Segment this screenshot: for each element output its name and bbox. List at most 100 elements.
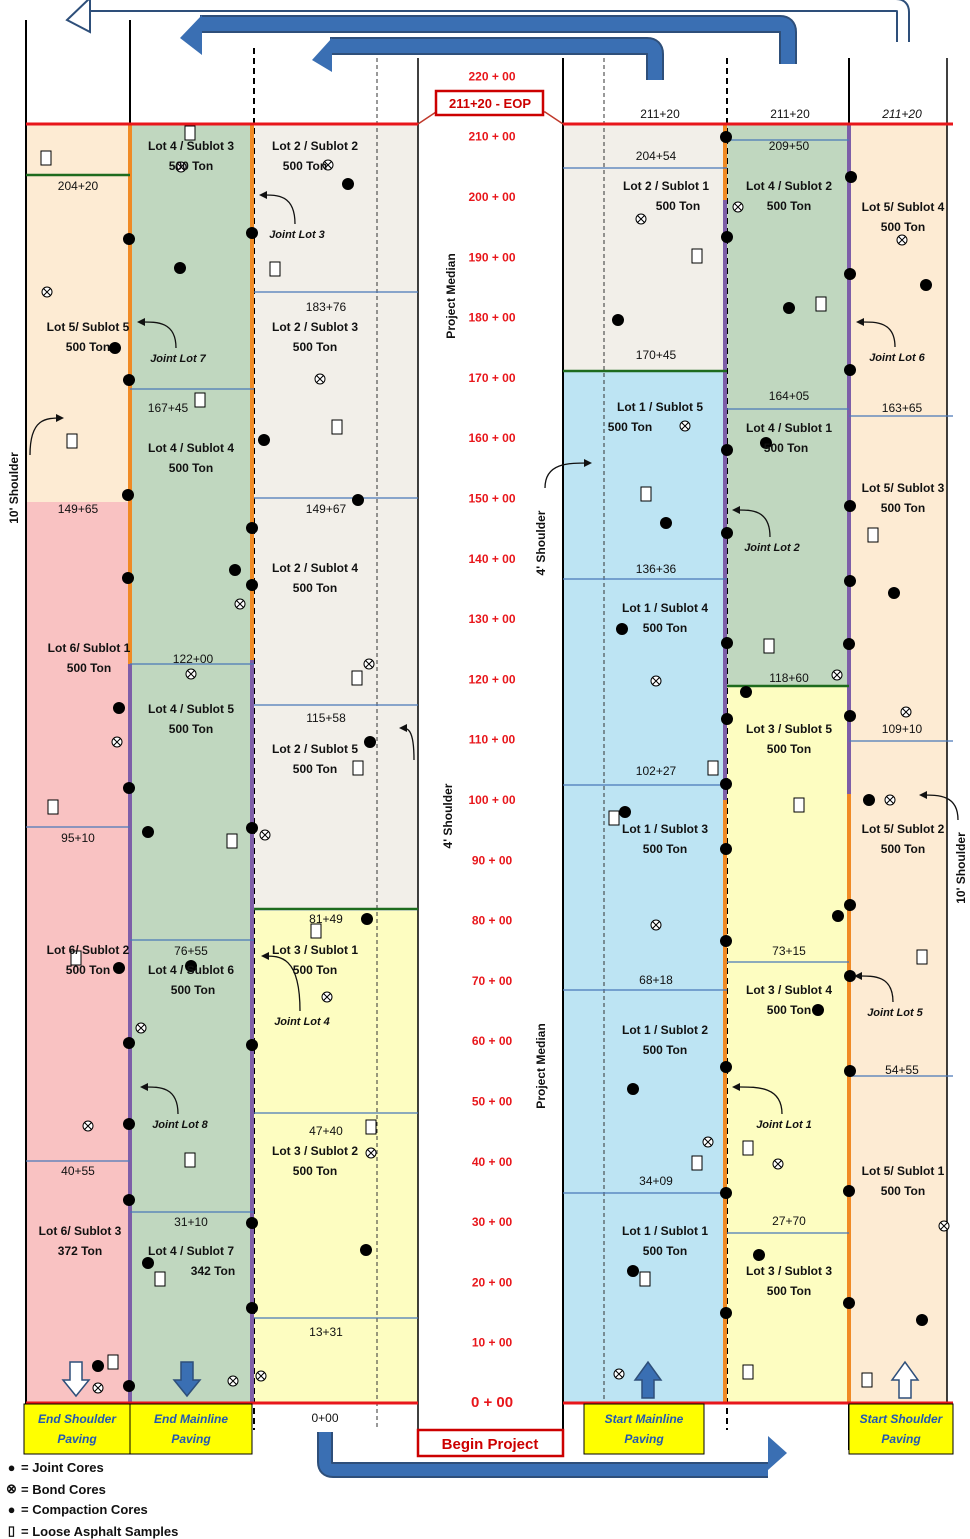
core-marker-dot	[258, 434, 270, 446]
core-marker-dot	[843, 1297, 855, 1309]
zone-fill	[563, 372, 725, 1403]
lot-label-l3s4: Lot 3 / Sublot 4	[746, 983, 832, 997]
core-marker-dot	[627, 1265, 639, 1277]
lot-tons-l2s4: 500 Ton	[293, 581, 337, 595]
loose-sample-marker	[331, 419, 343, 435]
lot-label-l5s2: Lot 5/ Sublot 2	[862, 822, 945, 836]
bond-core-cross	[652, 677, 660, 685]
top-station-label: 211+20	[640, 107, 680, 121]
boundary-station-label: 47+40	[309, 1124, 343, 1138]
compaction-core-icon: ●	[7, 1502, 16, 1517]
station-label: 170 + 00	[468, 371, 515, 385]
paving-label: Paving	[881, 1432, 921, 1446]
loose-sample-marker	[226, 833, 238, 849]
loose-sample-marker	[184, 1152, 196, 1168]
loose-sample-marker	[310, 923, 322, 939]
core-marker-dot	[845, 171, 857, 183]
core-marker-dot	[123, 1118, 135, 1130]
paving-label: Paving	[171, 1432, 211, 1446]
boundary-station-label: 76+55	[174, 944, 208, 958]
top-station-label: 211+20	[770, 107, 810, 121]
station-label: 160 + 00	[468, 431, 515, 445]
shoulder-4ft-label: 4' Shoulder	[441, 783, 455, 848]
station-label: 210 + 00	[468, 130, 515, 144]
zone-fill	[26, 124, 130, 502]
lot-tons-l4s5: 500 Ton	[169, 722, 213, 736]
paving-direction-arrow	[890, 1360, 920, 1399]
core-marker-dot	[123, 374, 135, 386]
core-marker-dot	[364, 736, 376, 748]
station-label: 10 + 00	[472, 1336, 513, 1350]
lot-tons-l2s5: 500 Ton	[293, 762, 337, 776]
shoulder-4ft-label: 4' Shoulder	[534, 510, 548, 575]
lot-tons-l3s4: 500 Ton	[767, 1003, 811, 1017]
legend-label-bond-cores: = Bond Cores	[21, 1481, 106, 1497]
lot-label-l3s1: Lot 3 / Sublot 1	[272, 943, 358, 957]
boundary-station-label: 34+09	[639, 1174, 673, 1188]
boundary-station-label: 122+00	[173, 652, 214, 666]
joint-label: Joint Lot 2	[744, 542, 800, 554]
loose-sample-marker	[66, 433, 78, 449]
joint-pointer-arrow	[732, 1082, 783, 1115]
core-marker-dot	[844, 970, 856, 982]
bond-core-cross	[365, 660, 373, 668]
lot-label-l6s2: Lot 6/ Sublot 2	[47, 943, 130, 957]
shoulder-pointer-arrow	[399, 724, 415, 761]
lot-label-l3s2: Lot 3 / Sublot 2	[272, 1144, 358, 1158]
direction-arrow-bottom	[319, 1432, 768, 1476]
lot-tons-l2s2: 500 Ton	[283, 159, 327, 173]
joint-pointer-arrow	[261, 951, 301, 1012]
lot-tons-l6s1: 500 Ton	[67, 661, 111, 675]
core-marker-dot	[142, 1257, 154, 1269]
core-marker-dot	[844, 364, 856, 376]
bond-core-cross	[704, 1138, 712, 1146]
top-station-label: 211+20	[881, 107, 922, 121]
bond-core-cross	[187, 670, 195, 678]
core-marker-dot	[920, 279, 932, 291]
bond-core-cross	[177, 163, 185, 171]
loose-sample-marker	[815, 296, 827, 312]
bond-core-cross	[84, 1122, 92, 1130]
station-label: 40 + 00	[472, 1155, 513, 1169]
direction-arrow-outer	[90, 0, 908, 42]
lot-tons-l5s4: 500 Ton	[881, 220, 925, 234]
shoulder-pointer-arrow	[919, 791, 959, 821]
loose-sample-marker	[154, 1271, 166, 1287]
station-label: 50 + 00	[472, 1095, 513, 1109]
station-label: 180 + 00	[468, 311, 515, 325]
shoulder-10ft-label: 10' Shoulder	[954, 832, 968, 904]
core-marker-dot	[342, 178, 354, 190]
core-marker-dot	[721, 637, 733, 649]
boundary-station-label: 81+49	[309, 912, 343, 926]
lot-label-l1s2: Lot 1 / Sublot 2	[622, 1023, 708, 1037]
loose-sample-marker	[639, 1271, 651, 1287]
legend-label-joint-cores: = Joint Cores	[21, 1460, 104, 1475]
boundary-station-label: 149+67	[306, 502, 347, 516]
lot-tons-l3s2: 500 Ton	[293, 1164, 337, 1178]
core-marker-dot	[619, 806, 631, 818]
core-marker-dot	[123, 1037, 135, 1049]
station-label: 200 + 00	[468, 190, 515, 204]
lot-label-l5s1: Lot 5/ Sublot 1	[862, 1164, 945, 1178]
bond-core-cross	[652, 921, 660, 929]
paving-box-start_shoulder	[848, 1403, 954, 1455]
shoulder-pointer-arrow	[29, 414, 64, 456]
core-marker-dot	[122, 572, 134, 584]
boundary-station-label: 115+58	[306, 711, 346, 725]
zone-fill	[849, 124, 947, 1403]
lot-label-l2s3: Lot 2 / Sublot 3	[272, 320, 358, 334]
joint-strip	[128, 124, 132, 504]
boundary-station-label: 204+20	[58, 179, 99, 193]
core-marker-dot	[812, 1004, 824, 1016]
paving-box-end_mainline	[129, 1403, 253, 1455]
bond-core-cross	[257, 1372, 265, 1380]
lot-label-l5s4: Lot 5/ Sublot 4	[862, 200, 945, 214]
core-marker-dot	[720, 935, 732, 947]
core-marker-dot	[123, 1194, 135, 1206]
eop-label: 211+20 - EOP	[449, 96, 531, 111]
shoulder-pointer-arrow	[544, 459, 592, 489]
core-marker-dot	[122, 489, 134, 501]
bond-core-cross	[734, 203, 742, 211]
lot-label-l1s4: Lot 1 / Sublot 4	[622, 601, 708, 615]
station-label: 110 + 00	[469, 733, 516, 747]
